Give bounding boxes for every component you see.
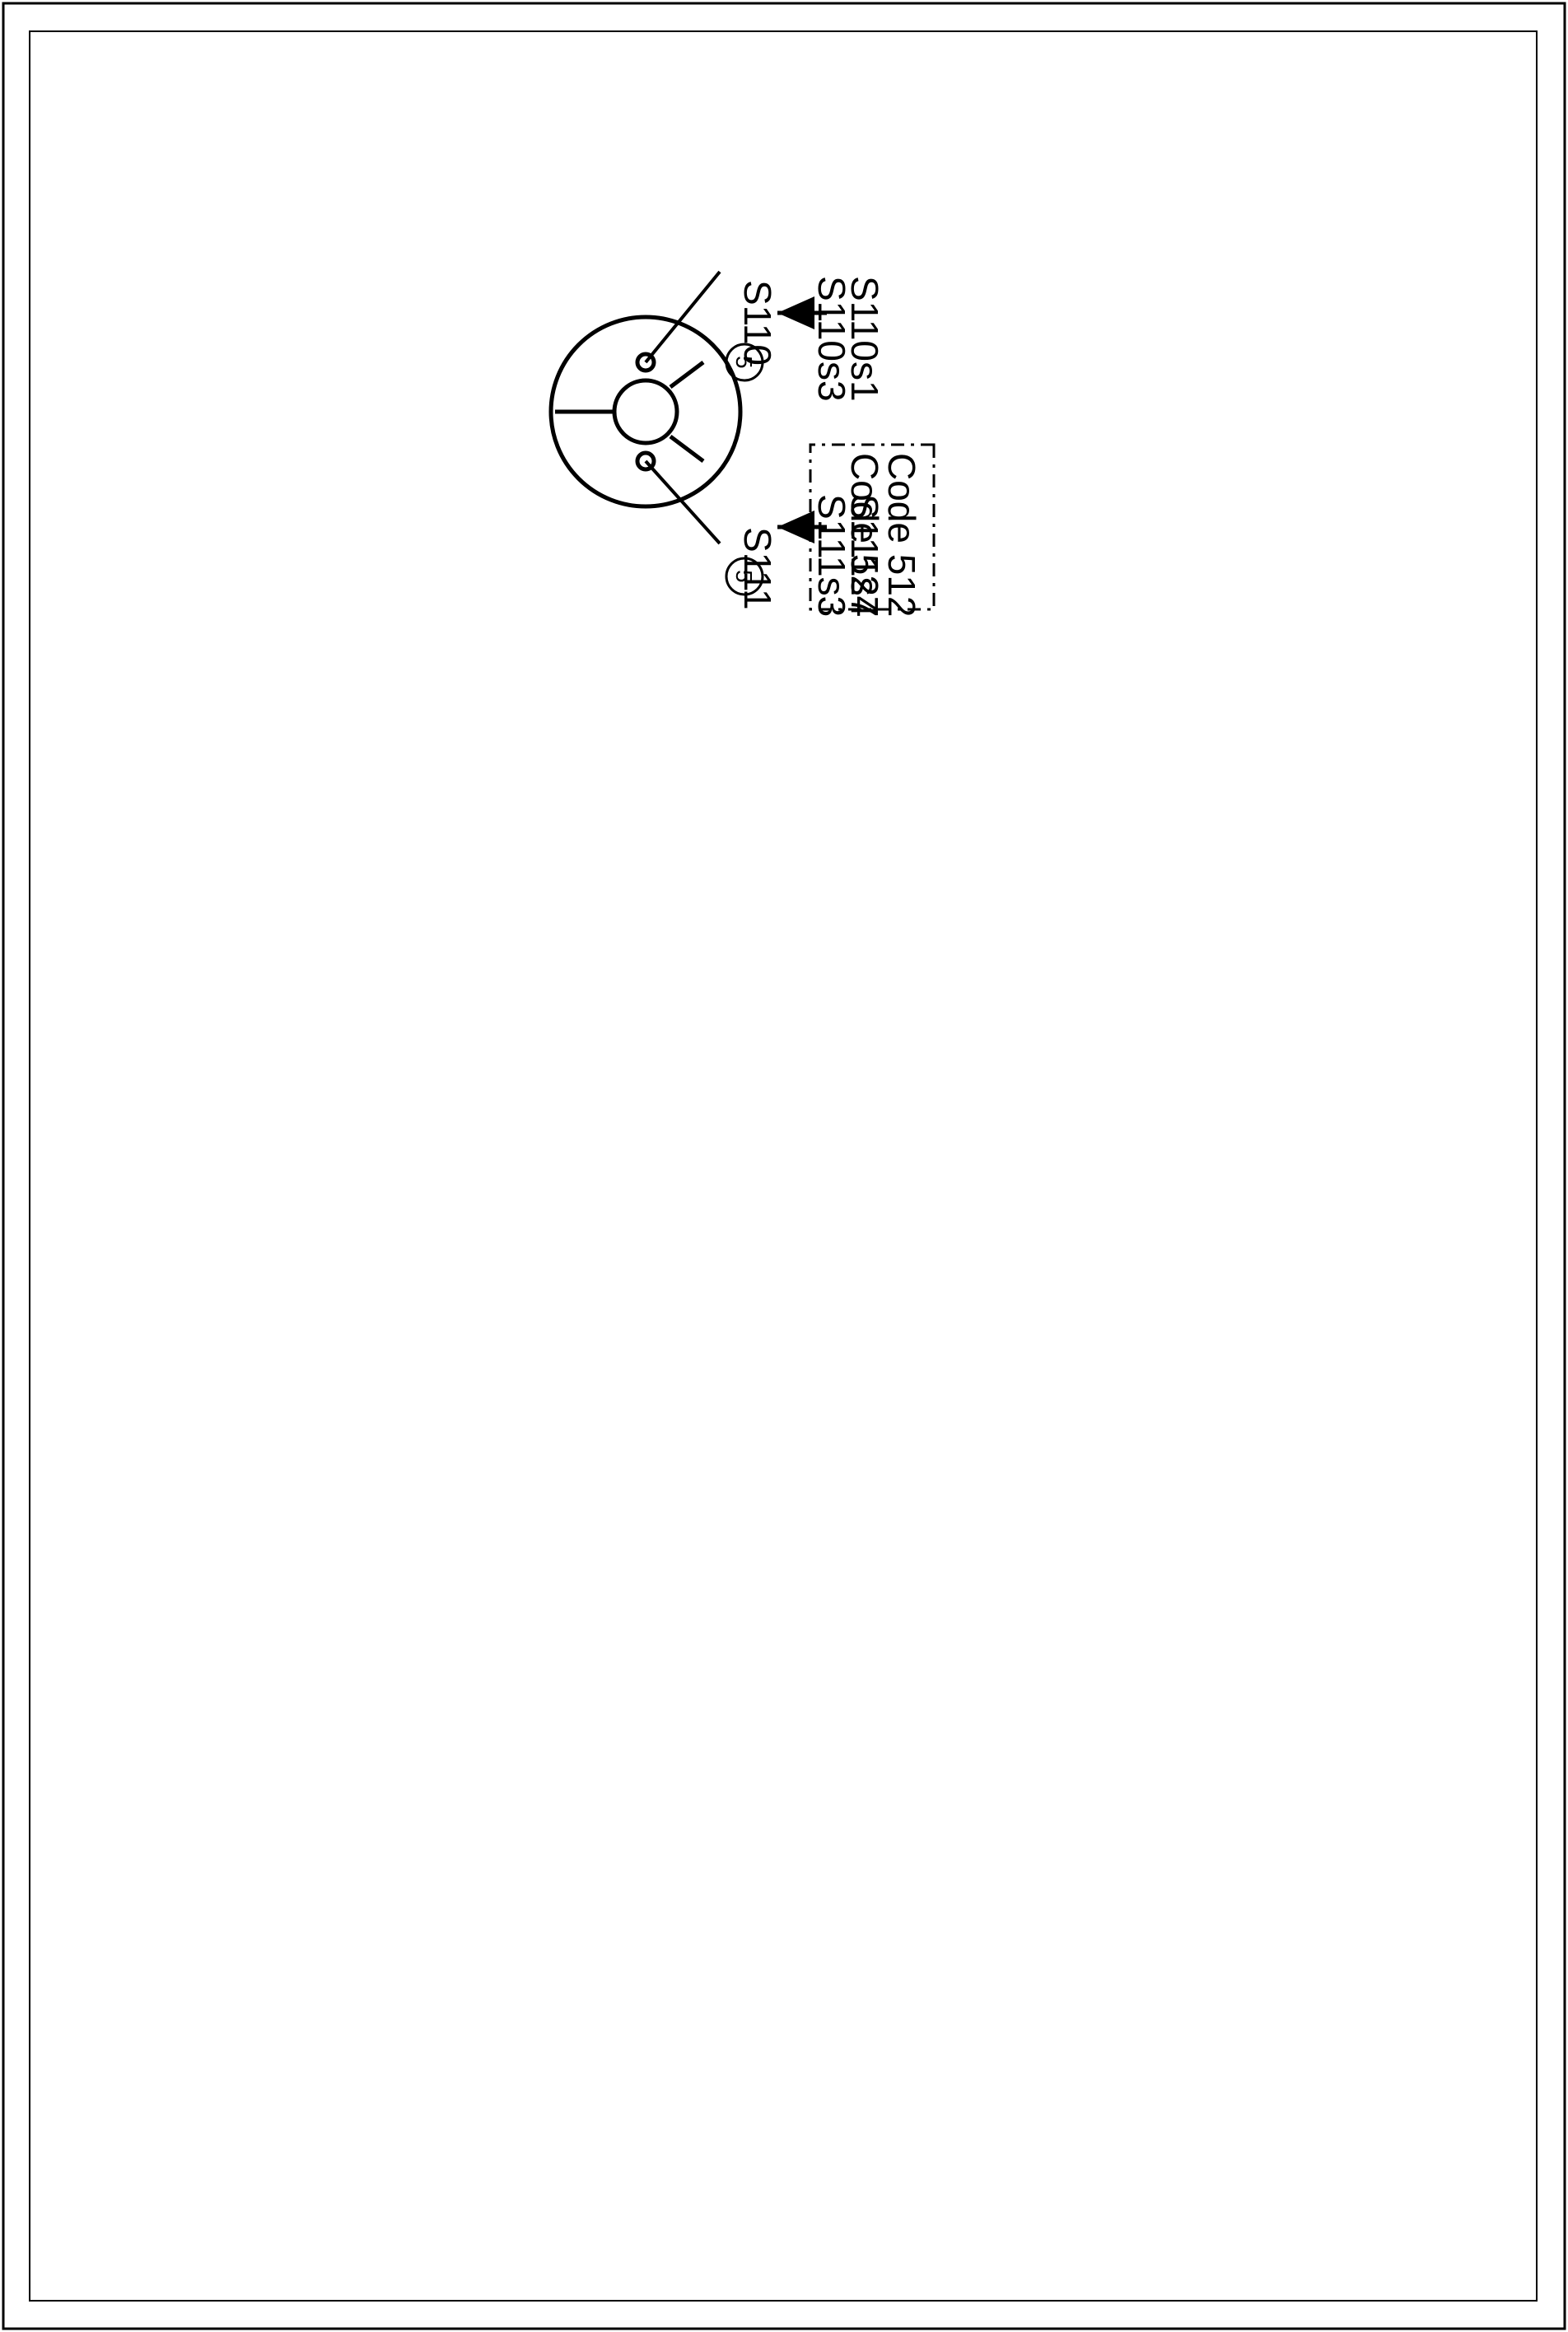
s110s3-label: S110s3 [810, 276, 853, 402]
s110s1-label: S110s1 [843, 276, 886, 402]
s110-label: S110 [736, 280, 779, 366]
s111-label: S111 [736, 527, 779, 610]
code527-a-label: Code 527 [843, 453, 886, 618]
svg-text:5: 5 [731, 356, 757, 369]
code512-a-label: Code 512 [880, 453, 923, 618]
callout-5-s111: 5 [725, 557, 764, 596]
code-box-s111 [809, 443, 936, 611]
s111s3-label: S111s3 [810, 494, 853, 617]
callout-5-s110: 5 [725, 343, 764, 382]
s110-leader [644, 270, 721, 364]
steering-wheel-icon [548, 315, 743, 509]
s111-leader [644, 459, 721, 545]
s111s4-label: S111s4 [843, 494, 886, 617]
svg-text:5: 5 [731, 570, 757, 583]
